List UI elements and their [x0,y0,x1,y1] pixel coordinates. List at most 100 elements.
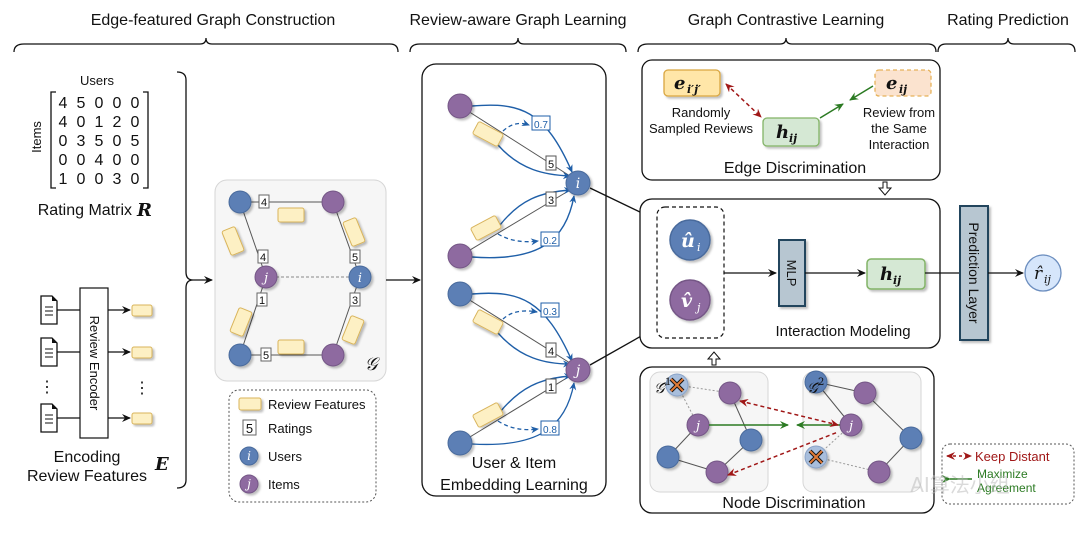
review-feature [342,217,366,247]
rating-value: 5 [263,350,269,362]
h-output-subscript: ij [893,274,901,287]
item-node [718,381,742,405]
encoder-caption-2: Review Features [27,468,147,485]
rating-value: 1 [548,382,554,394]
document-icon [40,403,58,433]
user-node-label: i [576,176,580,192]
prediction-layer-label: Prediction Layer [966,222,982,324]
matrix-cell: 1 [59,171,68,188]
user-embedding-symbol: û [681,230,695,252]
attention-value: 0.7 [534,120,548,131]
matrix-cell: 0 [113,133,122,150]
view-1-node-label: j [693,419,700,434]
rating-value: 5 [548,159,554,171]
rating-value: 5 [352,252,358,264]
review-feature [472,309,504,335]
keep-distant-label: Keep Distant [975,449,1050,464]
positive-caption-2: the Same [871,121,927,136]
h-symbol: h [776,122,789,143]
matrix-cell: 0 [59,133,68,150]
keep-distant-arrow [725,83,762,118]
maximize-arrow-left [819,103,844,119]
matrix-cell: 0 [77,152,86,169]
brace [637,37,937,53]
stage-title: Rating Prediction [947,12,1069,29]
user-node [228,343,252,367]
matrix-cell: 0 [131,114,140,131]
review-documents [40,295,80,433]
maximize-arrow-right [849,85,874,101]
stage-title: Review-aware Graph Learning [410,12,627,29]
matrix-cell: 0 [77,114,86,131]
review-feature [341,315,365,345]
combine-brace [176,71,194,489]
document-icon [40,295,58,325]
graph-legend: Review Features 5 Ratings i Users j Item… [228,389,377,503]
matrix-col-label: Users [80,73,114,88]
matrix-bracket-right [143,91,149,189]
matrix-cell: 0 [95,95,104,112]
matrix-cell: 0 [131,152,140,169]
review-feature [277,339,305,355]
item-node [321,343,345,367]
keep-distant-arrow [739,399,839,427]
edge-discrimination-panel: e i′j′ Randomly Sampled Reviews h ij e i… [641,59,941,181]
mlp-label: MLP [784,260,799,287]
matrix-bracket-left [50,91,56,189]
interaction-modeling-panel: û i v̂ j MLP h ij Interaction Modeling [639,198,941,349]
prediction-layer-block [959,205,989,341]
encoded-feature [131,346,153,359]
legend-rating-swatch [242,419,257,436]
node-discrimination-title: Node Discrimination [722,495,865,512]
h-output-symbol: h [880,264,893,285]
user-node [447,281,473,307]
legend-user-sym: i [247,449,251,463]
attention-value: 0.8 [543,425,557,436]
item-node [853,381,877,405]
matrix-cell: 0 [131,95,140,112]
embedding-caption-2: Embedding Learning [440,477,588,494]
hollow-arrow-up [706,351,722,366]
matrix-caption: Rating Matrix [38,202,132,219]
item-node-label: j [261,271,268,286]
user-embedding-subscript: i [697,241,701,254]
item-node [867,460,891,484]
brace [409,37,627,53]
stage-header-prediction: Rating Prediction [937,12,1076,53]
positive-review-box [874,69,932,97]
doc-ellipsis: ⋮ [39,379,55,396]
item-node [705,460,729,484]
positive-review-symbol: e [886,73,897,94]
matrix-cell: 0 [59,152,68,169]
item-embedding-symbol: v̂ [681,290,693,312]
rating-box: 5 [545,155,557,171]
maximize-label-1: Maximize [977,467,1028,481]
item-node [447,243,473,269]
negative-caption-2: Sampled Reviews [649,121,754,136]
view-2-superscript: 2 [818,377,824,388]
node-discrimination-panel: j 𝒢̂ 1 j 𝒢̂ 2 Node Discrimination [639,366,935,514]
rating-value: 1 [259,295,265,307]
rating-value: 3 [352,295,358,307]
contrast-legend: Keep Distant Maximize Agreement [941,443,1075,505]
item-aggregation: j 410.30.8 [447,281,591,456]
legend-users-label: Users [268,449,302,464]
review-feature [470,215,502,241]
brace [937,37,1076,53]
rating-box: 4 [545,342,557,358]
matrix-cell: 5 [77,95,86,112]
interaction-modeling-title: Interaction Modeling [775,323,910,340]
review-feature [277,207,305,223]
attention-weight: 0.3 [540,302,560,318]
h-ij-box [762,117,820,147]
rating-value: 3 [548,195,554,207]
user-node-i [348,265,372,289]
user-aggregation: i 530.70.2 [447,93,591,269]
attention-weight: 0.7 [531,115,551,131]
rating-value: 4 [548,346,554,358]
view-2-node-label: j [846,419,853,434]
embedding-frame [421,63,607,497]
